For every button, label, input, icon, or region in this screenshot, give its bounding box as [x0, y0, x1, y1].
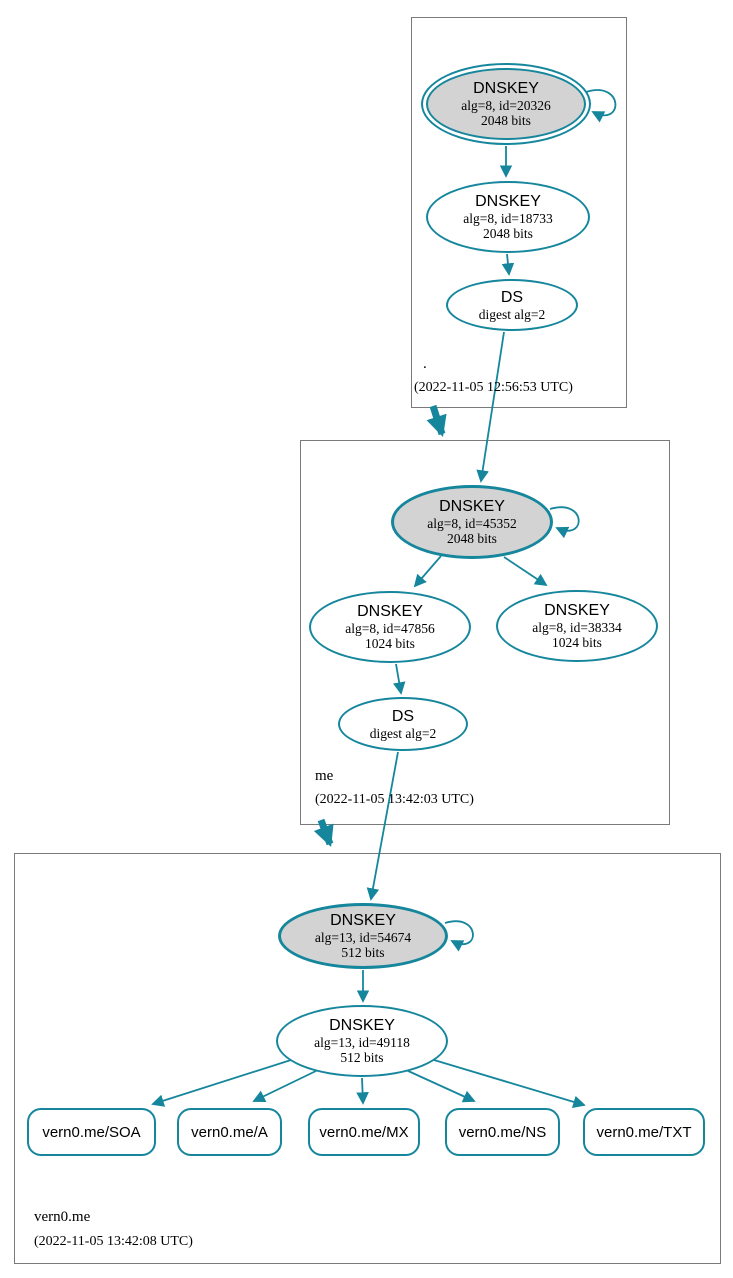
node-alg-id: alg=8, id=47856 — [345, 621, 435, 636]
zone-box-vern0me — [14, 853, 721, 1264]
root-ksk-dnskey-node[interactable]: DNSKEY alg=8, id=20326 2048 bits — [421, 63, 591, 145]
node-digest-alg: digest alg=2 — [478, 306, 546, 322]
rrset-vern0me-soa[interactable]: vern0.me/SOA — [27, 1108, 156, 1156]
node-alg-id: alg=8, id=18733 — [463, 211, 553, 226]
node-bits: 512 bits — [341, 945, 385, 960]
node-title: DNSKEY — [473, 80, 539, 97]
me-ds-node[interactable]: DS digest alg=2 — [338, 697, 468, 751]
node-alg-id: alg=8, id=45352 — [427, 516, 517, 531]
node-title: DS — [391, 707, 415, 725]
node-bits: 1024 bits — [365, 636, 415, 651]
root-ds-node[interactable]: DS digest alg=2 — [446, 279, 578, 331]
node-bits: 1024 bits — [552, 635, 602, 650]
rrset-label: vern0.me/MX — [319, 1123, 409, 1141]
me-zone-label: me — [315, 768, 334, 784]
node-title: DNSKEY — [329, 1017, 395, 1034]
node-bits: 512 bits — [340, 1050, 384, 1065]
vern0me-ksk-dnskey-node[interactable]: DNSKEY alg=13, id=54674 512 bits — [278, 903, 448, 969]
me-ksk-dnskey-node[interactable]: DNSKEY alg=8, id=45352 2048 bits — [391, 485, 553, 559]
node-title: DNSKEY — [330, 912, 396, 929]
rrset-vern0me-txt[interactable]: vern0.me/TXT — [583, 1108, 705, 1156]
rrset-vern0me-a[interactable]: vern0.me/A — [177, 1108, 282, 1156]
node-alg-id: alg=8, id=38334 — [532, 620, 622, 635]
vern0me-zone-timestamp: (2022-11-05 13:42:08 UTC) — [34, 1234, 193, 1249]
rrset-label: vern0.me/TXT — [596, 1123, 692, 1141]
rrset-label: vern0.me/NS — [458, 1123, 547, 1141]
zone-box-root — [411, 17, 627, 408]
me-zone-timestamp: (2022-11-05 13:42:03 UTC) — [315, 792, 474, 807]
vern0me-zone-label: vern0.me — [34, 1209, 91, 1225]
node-alg-id: alg=13, id=54674 — [314, 930, 412, 945]
me-zsk1-dnskey-node[interactable]: DNSKEY alg=8, id=47856 1024 bits — [309, 591, 471, 663]
node-alg-id: alg=8, id=20326 — [461, 98, 551, 113]
node-alg-id: alg=13, id=49118 — [314, 1035, 410, 1050]
node-title: DNSKEY — [439, 498, 505, 515]
root-zone-timestamp: (2022-11-05 12:56:53 UTC) — [414, 380, 573, 395]
rrset-label: vern0.me/A — [191, 1123, 268, 1141]
node-bits: 2048 bits — [483, 226, 533, 241]
node-title: DNSKEY — [544, 602, 610, 619]
node-digest-alg: digest alg=2 — [369, 725, 437, 741]
root-zone-label: . — [423, 356, 427, 372]
node-title: DS — [500, 288, 524, 306]
thick-arrow-root-to-me — [426, 404, 447, 437]
rrset-vern0me-ns[interactable]: vern0.me/NS — [445, 1108, 560, 1156]
root-ksk-inner-ring: DNSKEY alg=8, id=20326 2048 bits — [426, 68, 586, 140]
rrset-label: vern0.me/SOA — [42, 1123, 141, 1141]
node-title: DNSKEY — [475, 193, 541, 210]
me-zsk2-dnskey-node[interactable]: DNSKEY alg=8, id=38334 1024 bits — [496, 590, 658, 662]
node-bits: 2048 bits — [481, 113, 531, 128]
node-title: DNSKEY — [357, 603, 423, 620]
node-bits: 2048 bits — [447, 531, 497, 546]
vern0me-zsk-dnskey-node[interactable]: DNSKEY alg=13, id=49118 512 bits — [276, 1005, 448, 1077]
rrset-vern0me-mx[interactable]: vern0.me/MX — [308, 1108, 420, 1156]
root-zsk-dnskey-node[interactable]: DNSKEY alg=8, id=18733 2048 bits — [426, 181, 590, 253]
